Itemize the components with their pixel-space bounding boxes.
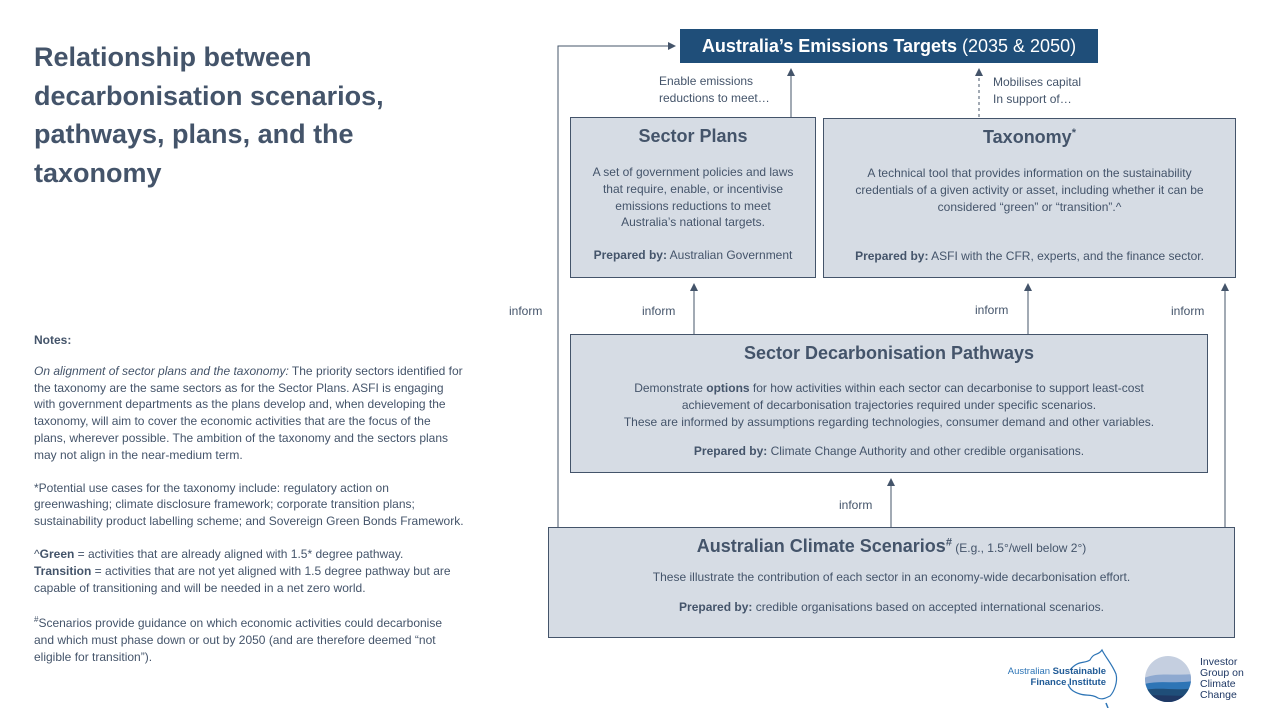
note-scenarios-text: Scenarios provide guidance on which econ… <box>34 616 443 664</box>
sector-plans-desc-line: that require, enable, or incentivise <box>602 181 784 196</box>
note-scenarios: #Scenarios provide guidance on which eco… <box>34 612 464 665</box>
igcc-globe-icon <box>1145 656 1191 702</box>
prepared-by-value: ASFI with the CFR, experts, and the fina… <box>928 249 1204 264</box>
asfi-word-australian: Australian <box>1007 666 1051 677</box>
arrow-scenarios-to-targets <box>557 42 676 527</box>
pathways-desc-options: options <box>706 381 750 395</box>
taxonomy-description: A technical tool that provides informati… <box>824 165 1235 215</box>
pathways-title: Sector Decarbonisation Pathways <box>743 343 1035 363</box>
pathways-desc-part: Demonstrate <box>634 381 707 395</box>
sector-plans-desc-line: Australia’s national targets. <box>621 215 765 230</box>
igcc-word: Climate <box>1200 678 1236 690</box>
inform-label-pathways: inform <box>839 498 873 512</box>
note-alignment-lead: On alignment of sector plans and the tax… <box>34 363 289 378</box>
prepared-by-label: Prepared by: <box>693 444 768 459</box>
prepared-by-value: Climate Change Authority and other credi… <box>767 444 1085 459</box>
notes-panel: Notes: On alignment of sector plans and … <box>34 332 464 682</box>
asfi-wordmark: Australian Sustainable Finance Institute <box>1002 666 1106 688</box>
note-green-term: Green <box>39 546 75 561</box>
inform-label-right: inform <box>1171 304 1205 318</box>
asfi-wordmark-line1: Australian Sustainable <box>1002 666 1106 677</box>
pathways-desc-line: achievement of decarbonisation trajector… <box>681 397 1097 412</box>
note-alignment-text: The priority sectors identified for the … <box>34 363 463 462</box>
taxonomy-title-text: Taxonomy <box>983 127 1072 147</box>
igcc-logo: Investor Group on Climate Change <box>1144 654 1274 706</box>
prepared-by-label: Prepared by: <box>855 249 929 264</box>
inform-label-left: inform <box>509 304 543 318</box>
note-transition-term: Transition <box>34 563 92 578</box>
mobilise-label-line1: Mobilises capital <box>993 75 1082 89</box>
taxonomy-title: Taxonomy* <box>824 127 1235 148</box>
taxonomy-prepared-by: Prepared by: ASFI with the CFR, experts,… <box>824 249 1235 263</box>
mobilise-label: Mobilises capital In support of… <box>993 74 1081 108</box>
prepared-by-label: Prepared by: <box>679 599 753 614</box>
targets-years: (2035 & 2050) <box>957 36 1077 56</box>
scenarios-title-mark: # <box>945 536 952 549</box>
enable-label-line1: Enable emissions <box>659 74 754 88</box>
taxonomy-desc-line: A technical tool that provides informati… <box>867 166 1192 180</box>
sector-plans-box: Sector Plans A set of government policie… <box>570 117 816 278</box>
note-hash: # <box>34 615 39 625</box>
note-definitions: ^Green = activities that are already ali… <box>34 546 464 596</box>
scenarios-title: Australian Climate Scenarios <box>696 536 946 556</box>
note-transition-def: = activities that are not yet aligned wi… <box>34 563 451 595</box>
prepared-by-label: Prepared by: <box>593 248 667 263</box>
page-title: Relationship between decarbonisation sce… <box>34 42 384 188</box>
inform-label-taxonomy: inform <box>975 303 1009 317</box>
pathways-desc-part: for how activities within each sector ca… <box>749 381 1144 395</box>
note-green-def: = activities that are already aligned wi… <box>74 546 404 561</box>
pathways-desc-line: Demonstrate options for how activities w… <box>571 380 1207 397</box>
notes-heading: Notes: <box>34 333 72 347</box>
igcc-wordmark: Investor Group on Climate Change <box>1200 657 1244 701</box>
scenarios-subtitle: (E.g., 1.5°/well below 2°) <box>951 541 1087 555</box>
asfi-word-sustainable: Sustainable <box>1052 666 1106 677</box>
emissions-targets-box: Australia’s Emissions Targets (2035 & 20… <box>680 29 1098 63</box>
inform-label-plans: inform <box>642 304 676 318</box>
taxonomy-box: Taxonomy* A technical tool that provides… <box>823 118 1236 278</box>
pathways-desc-line: These are informed by assumptions regard… <box>623 414 1155 429</box>
igcc-word: Group on <box>1200 667 1244 679</box>
scenarios-title-row: Australian Climate Scenarios# (E.g., 1.5… <box>549 536 1234 557</box>
taxonomy-desc-line: credentials of a given activity or asset… <box>855 182 1204 197</box>
igcc-word: Investor <box>1200 656 1238 668</box>
note-caret: ^ <box>34 546 40 561</box>
australia-outline-icon <box>1067 648 1118 708</box>
enable-label: Enable emissions reductions to meet… <box>659 73 770 107</box>
prepared-by-value: credible organisations based on accepted… <box>752 599 1104 614</box>
enable-label-line2: reductions to meet… <box>659 91 770 105</box>
sector-plans-prepared-by: Prepared by: Australian Government <box>571 248 815 262</box>
taxonomy-desc-line: considered “green” or “transition”.^ <box>937 199 1122 214</box>
sector-plans-description: A set of government policies and laws th… <box>571 164 815 231</box>
pathways-description: Demonstrate options for how activities w… <box>571 380 1207 430</box>
scenarios-description: These illustrate the contribution of eac… <box>652 570 1131 584</box>
sector-plans-title: Sector Plans <box>638 126 748 146</box>
scenarios-prepared-by: Prepared by: credible organisations base… <box>549 600 1234 614</box>
sector-plans-desc-line: A set of government policies and laws <box>592 165 794 179</box>
asfi-wordmark-line2: Finance Institute <box>1030 677 1106 688</box>
mobilise-label-line2: In support of… <box>993 92 1072 106</box>
targets-title: Australia’s Emissions Targets <box>701 36 957 56</box>
taxonomy-title-mark: * <box>1071 127 1076 139</box>
note-alignment: On alignment of sector plans and the tax… <box>34 363 464 464</box>
scenarios-box: Australian Climate Scenarios# (E.g., 1.5… <box>548 527 1235 638</box>
note-use-cases: *Potential use cases for the taxonomy in… <box>34 480 464 529</box>
sector-plans-desc-line: emissions reductions to meet <box>615 198 771 213</box>
igcc-word: Change <box>1200 689 1237 701</box>
asfi-logo: Australian Sustainable Finance Institute <box>998 648 1123 708</box>
prepared-by-value: Australian Government <box>666 248 793 263</box>
pathways-prepared-by: Prepared by: Climate Change Authority an… <box>571 444 1207 458</box>
pathways-box: Sector Decarbonisation Pathways Demonstr… <box>570 334 1208 473</box>
